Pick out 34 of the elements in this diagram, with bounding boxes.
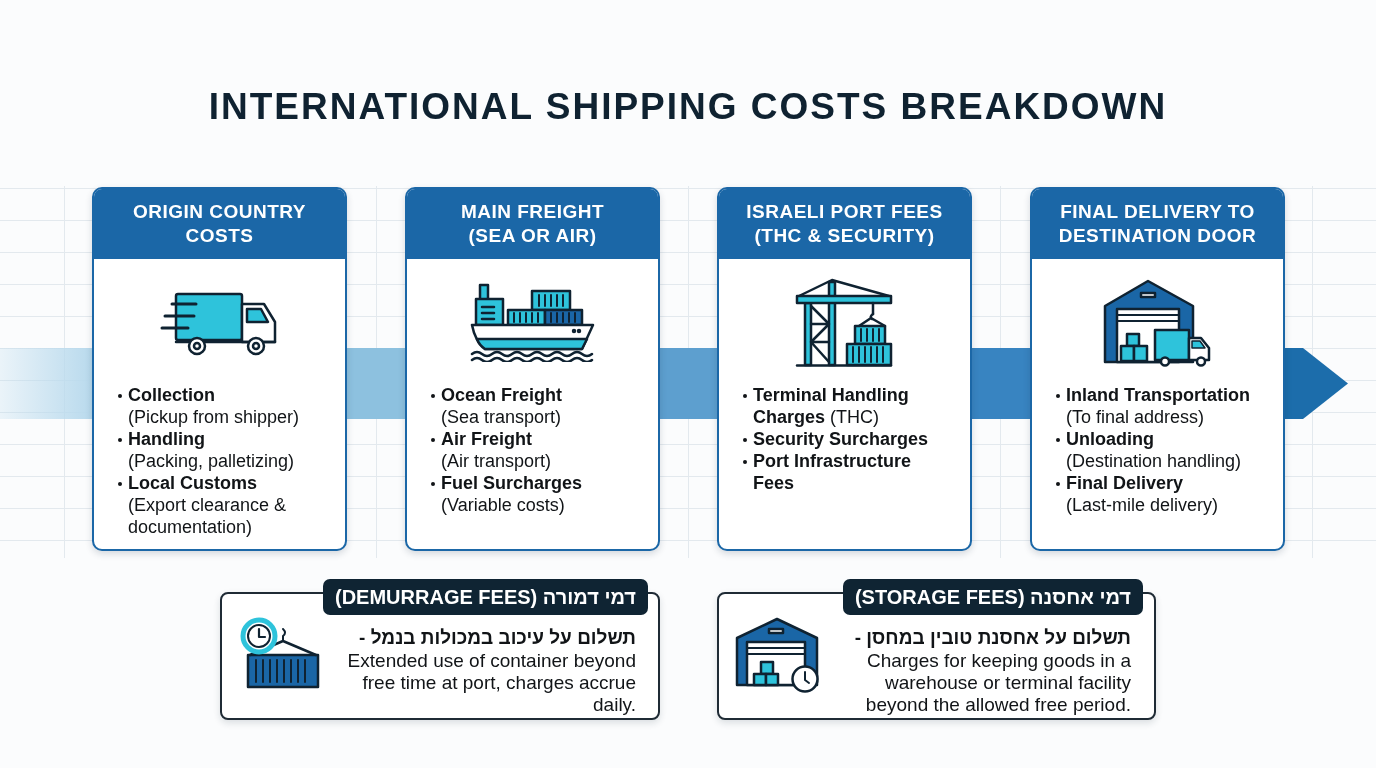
cost-item: Terminal Handling Charges (THC) [743,384,948,428]
stage-card [92,187,347,551]
stage-card [405,187,660,551]
hebrew-description: תשלום על עיכוב במכולות בנמל - [358,626,636,650]
stage-card [717,187,972,551]
cost-item: Port Infrastructure Fees [743,450,948,494]
flow-band [660,348,717,419]
cost-item: Air Freight (Air transport) [431,428,636,472]
stage-card [1030,187,1285,551]
flow-arrow [1285,348,1348,419]
panel-heading: דמי אחסנה (STORAGE FEES) [842,579,1143,615]
fee-panel [220,579,660,720]
hebrew-description: תשלום על אחסנת טובין במחסן - [853,626,1131,650]
description-text: Charges for keeping goods in a warehouse or terminal facility beyond the allowed free period. [864,650,1131,716]
flow-band [347,348,405,419]
flow-band [0,348,92,419]
cost-item: Ocean Freight (Sea transport) [431,384,636,428]
cost-item: Fuel Surcharges (Variable costs) [431,472,636,516]
cost-item: Collection (Pickup from shipper) [118,384,323,428]
cost-item: Final Delivery (Last-mile delivery) [1056,472,1261,516]
description-text: Extended use of container beyond free time at port, charges accrue daily. [346,650,636,716]
fee-panel [717,579,1156,720]
flow-band [972,348,1030,419]
card-heading: ORIGIN COUNTRY COSTS [94,189,345,259]
card-heading: MAIN FREIGHT (SEA OR AIR) [407,189,658,259]
cost-item: Local Customs (Export clearance & documentation) [118,472,323,538]
cost-item: Handling (Packing, palletizing) [118,428,323,472]
card-heading: FINAL DELIVERY TO DESTINATION DOOR [1032,189,1283,259]
cost-item: Security Surcharges [743,428,948,450]
card-heading: ISRAELI PORT FEES (THC & SECURITY) [719,189,970,259]
diagram-title: INTERNATIONAL SHIPPING COSTS BREAKDOWN [207,85,1169,129]
cost-item: Unloading (Destination handling) [1056,428,1261,472]
panel-heading: דמי דמורה (DEMURRAGE FEES) [323,579,648,615]
cost-item: Inland Transportation (To final address) [1056,384,1261,428]
